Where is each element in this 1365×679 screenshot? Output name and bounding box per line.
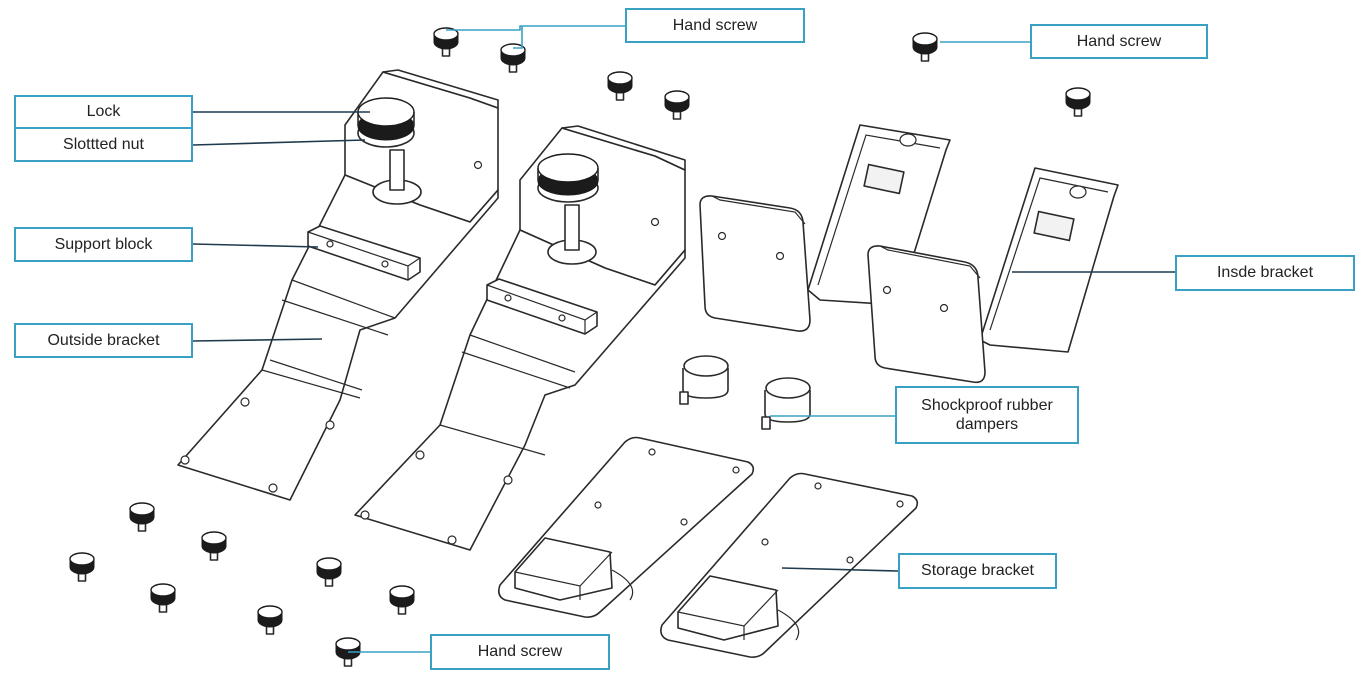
label-inside-bracket: Insde bracket [1175,255,1355,291]
inside-bracket-1 [699,124,951,332]
storage-bracket-1 [498,436,755,618]
label-hand-screw-right-text: Hand screw [1076,32,1162,50]
label-lock-text: Lock [86,103,121,121]
label-shockproof-dampers: Shockproof rubber dampers [895,386,1079,444]
outside-bracket-left [177,69,499,501]
rubber-damper-1 [679,355,729,405]
leader-lines [192,25,1175,653]
label-support-block: Support block [14,227,193,262]
rubber-damper-2 [761,377,811,430]
hand-screw-group-bottom [69,502,415,667]
label-storage-bracket: Storage bracket [898,553,1057,589]
label-support-block-text: Support block [54,235,153,253]
label-lock: Lock [14,95,193,129]
label-hand-screw-top-text: Hand screw [672,16,758,34]
label-outside-bracket-text: Outside bracket [47,331,160,349]
label-outside-bracket: Outside bracket [14,323,193,358]
label-slotted-nut-text: Slottted nut [63,135,144,153]
label-hand-screw-right: Hand screw [1030,24,1208,59]
storage-bracket-2 [660,472,919,658]
outside-bracket-right [354,125,686,551]
label-inside-bracket-text: Insde bracket [1216,264,1314,282]
inside-bracket-2 [867,167,1119,384]
label-hand-screw-bottom-text: Hand screw [477,643,563,661]
label-hand-screw-bottom: Hand screw [430,634,610,670]
label-hand-screw-top: Hand screw [625,8,805,43]
label-storage-bracket-text: Storage bracket [921,562,1034,580]
label-slotted-nut: Slottted nut [14,127,193,162]
label-shockproof-dampers-text: Shockproof rubber dampers [921,396,1053,433]
